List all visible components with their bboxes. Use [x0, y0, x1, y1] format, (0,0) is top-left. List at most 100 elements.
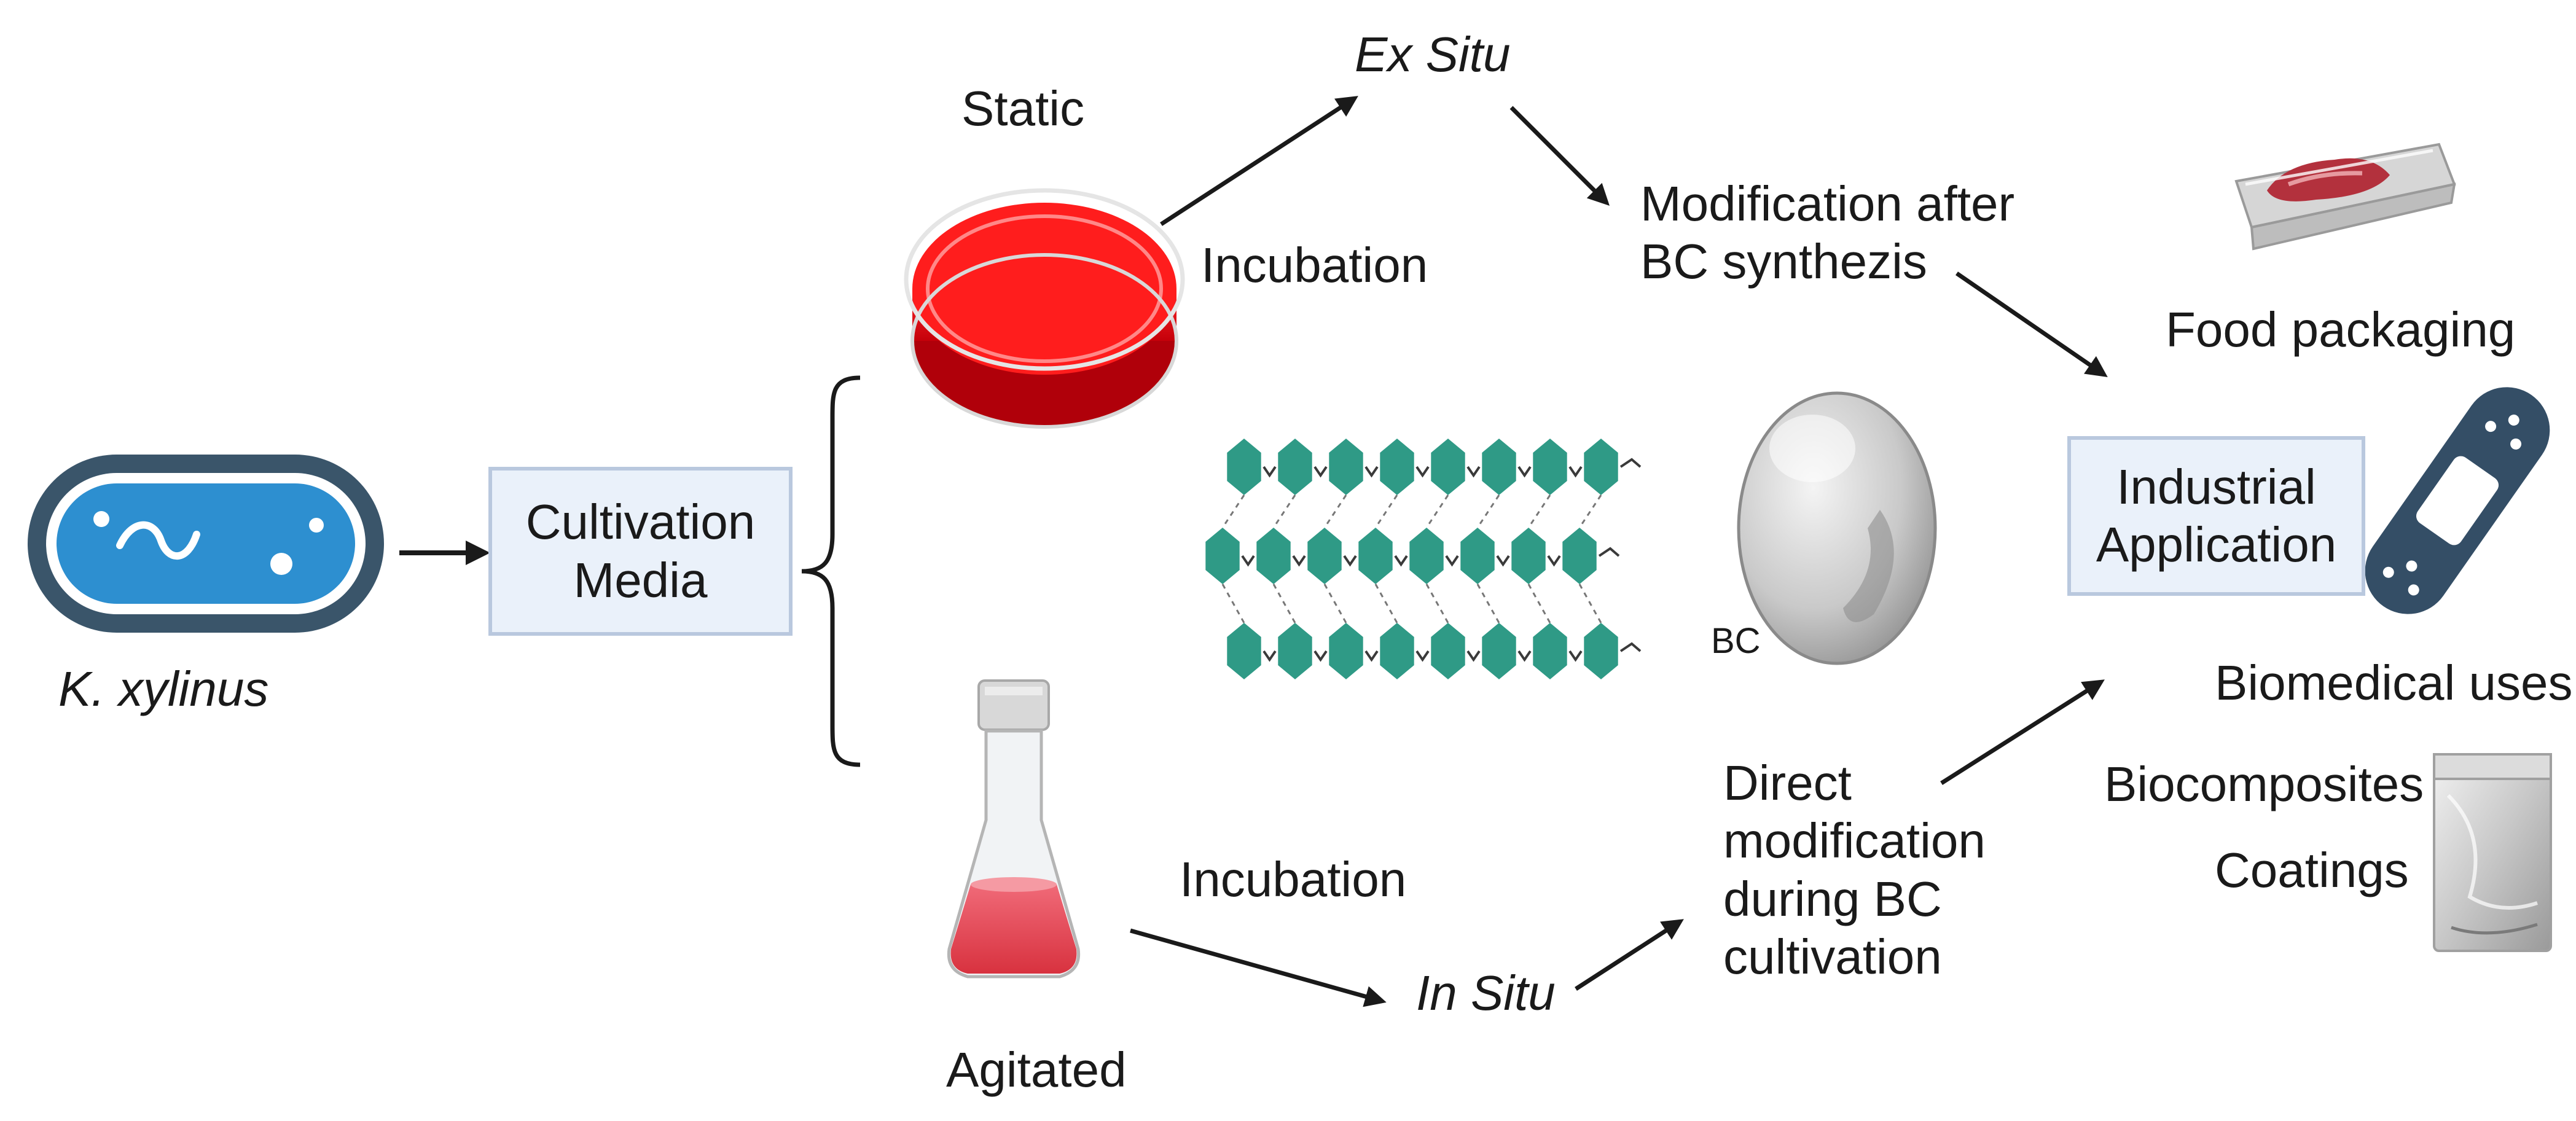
- glucose-ring: [1256, 528, 1291, 584]
- hydrogen-bond: [1527, 494, 1551, 528]
- chain-link: [1496, 555, 1510, 567]
- flask-icon: [947, 679, 1081, 978]
- cellulose-chains-icon: [1205, 439, 1642, 679]
- biomedical-uses-label: Biomedical uses: [2215, 655, 2573, 710]
- chain-link: [1364, 466, 1379, 478]
- glucose-ring: [1278, 623, 1312, 679]
- hydrogen-bond: [1476, 584, 1500, 623]
- hydrogen-bond: [1221, 584, 1245, 623]
- hydrogen-bond: [1425, 584, 1449, 623]
- arrow-insitu-to-direct: [1575, 919, 1684, 991]
- chain-link: [1292, 555, 1306, 567]
- hydrogen-bond: [1425, 494, 1449, 528]
- chain-link: [1343, 555, 1357, 567]
- glucose-ring: [1431, 439, 1465, 495]
- chain-link: [1394, 555, 1408, 567]
- cultivation-media-box: Cultivation Media: [488, 467, 793, 636]
- hydrogen-bond: [1578, 584, 1602, 623]
- modification-after-line2: BC synthezis: [1640, 234, 1927, 289]
- hydrogen-bond: [1374, 584, 1398, 623]
- organism-label: K. xylinus: [58, 662, 269, 716]
- chain-link: [1517, 650, 1532, 662]
- glucose-ring: [1380, 623, 1414, 679]
- glucose-ring: [1205, 528, 1240, 584]
- glucose-ring: [1511, 528, 1546, 584]
- glucose-ring: [1329, 439, 1363, 495]
- plastic-bag-icon: [2433, 753, 2552, 952]
- glucose-ring: [1409, 528, 1444, 584]
- direct-modification-line1: Direct: [1723, 756, 1852, 810]
- glucose-ring: [1533, 623, 1567, 679]
- glucose-ring: [1358, 528, 1393, 584]
- hydrogen-bond: [1323, 494, 1347, 528]
- chain-link: [1568, 466, 1583, 478]
- arrow-agitated-to-insitu: [1130, 928, 1387, 1007]
- bc-sphere-icon: [1737, 391, 1937, 665]
- glucose-ring: [1460, 528, 1495, 584]
- industrial-application-box: Industrial Application: [2067, 436, 2365, 596]
- bacterium-icon: [28, 455, 384, 633]
- chain-link: [1415, 466, 1430, 478]
- chain-link: [1547, 555, 1561, 567]
- glucose-ring: [1584, 439, 1618, 495]
- agitated-label: Agitated: [946, 1042, 1127, 1097]
- chain-link: [1263, 466, 1277, 478]
- hydrogen-bond: [1374, 494, 1398, 528]
- cultivation-media-line1: Cultivation: [525, 494, 756, 550]
- glucose-ring: [1227, 623, 1261, 679]
- food-packaging-label: Food packaging: [2166, 302, 2516, 357]
- chain-link: [1313, 466, 1328, 478]
- direct-modification-label: Direct modification during BC cultivatio…: [1723, 754, 1986, 986]
- petri-dish-icon: [904, 188, 1185, 429]
- hydrogen-bond: [1323, 584, 1347, 623]
- chain-link: [1241, 555, 1255, 567]
- agitated-incubation-label: Incubation: [1180, 852, 1407, 907]
- hydrogen-bond: [1527, 584, 1551, 623]
- chain-link: [1263, 650, 1277, 662]
- hydrogen-bond: [1272, 494, 1296, 528]
- coatings-label: Coatings: [2215, 843, 2409, 897]
- chain-link: [1445, 555, 1459, 567]
- modification-after-line1: Modification after: [1640, 176, 2015, 231]
- glucose-ring: [1482, 439, 1516, 495]
- meat-package-icon: [2234, 143, 2456, 251]
- chain-link: [1313, 650, 1328, 662]
- arrow-direct-to-industrial: [1940, 679, 2105, 785]
- hydrogen-bond: [1272, 584, 1296, 623]
- static-label: Static: [961, 81, 1085, 136]
- glucose-ring: [1533, 439, 1567, 495]
- modification-after-label: Modification after BC synthezis: [1640, 175, 2014, 291]
- static-incubation-label: Incubation: [1201, 238, 1428, 292]
- chain-link: [1364, 650, 1379, 662]
- direct-modification-line4: cultivation: [1723, 929, 1942, 985]
- in-situ-label: In Situ: [1416, 966, 1556, 1020]
- chain-link: [1517, 466, 1532, 478]
- arrow-static-to-exsitu: [1160, 96, 1358, 226]
- chain-link: [1466, 650, 1481, 662]
- direct-modification-line3: during BC: [1723, 871, 1942, 926]
- biocomposites-label: Biocomposites: [2104, 757, 2424, 811]
- glucose-ring: [1329, 623, 1363, 679]
- chain-link: [1466, 466, 1481, 478]
- branch-brace: [801, 375, 861, 767]
- cultivation-media-line2: Media: [573, 552, 708, 607]
- glucose-ring: [1431, 623, 1465, 679]
- arrow-exsitu-to-modification: [1509, 106, 1610, 206]
- glucose-ring: [1307, 528, 1342, 584]
- chain-end: [1619, 642, 1642, 652]
- chain-link: [1415, 650, 1430, 662]
- glucose-ring: [1584, 623, 1618, 679]
- industrial-line2: Application: [2096, 517, 2337, 572]
- glucose-ring: [1562, 528, 1597, 584]
- arrow-modification-to-industrial: [1955, 271, 2108, 377]
- hydrogen-bond: [1221, 494, 1245, 528]
- bandage-icon: [2365, 387, 2550, 614]
- glucose-ring: [1380, 439, 1414, 495]
- chain-end: [1619, 458, 1642, 468]
- bc-label: BC: [1711, 621, 1761, 661]
- direct-modification-line2: modification: [1723, 813, 1986, 869]
- hydrogen-bond: [1578, 494, 1602, 528]
- ex-situ-label: Ex Situ: [1355, 27, 1511, 82]
- glucose-ring: [1227, 439, 1261, 495]
